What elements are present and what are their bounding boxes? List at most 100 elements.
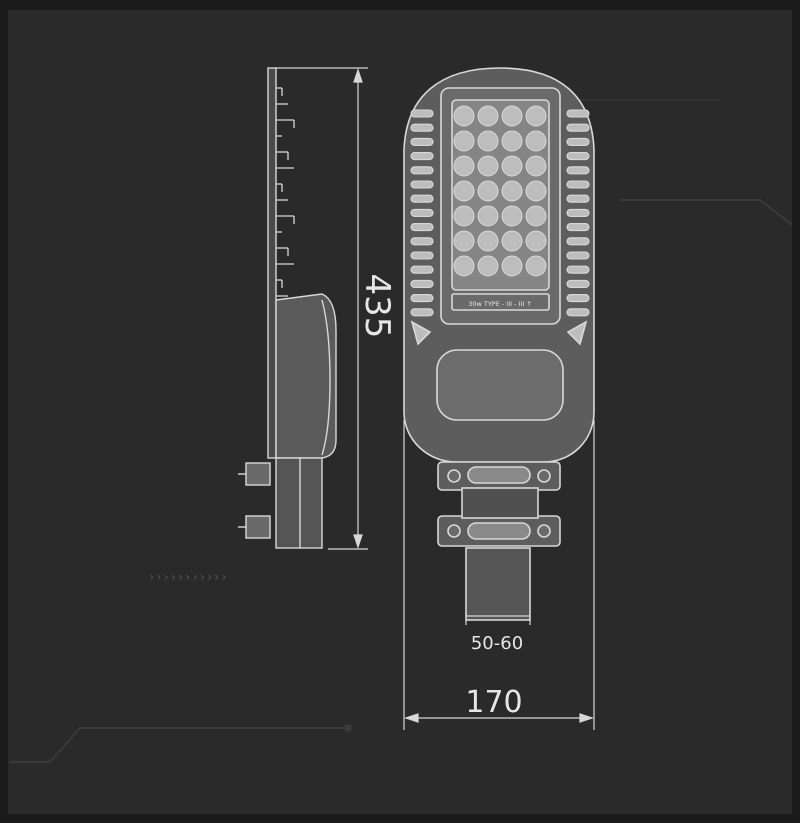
cooling-slot-left — [410, 223, 434, 232]
chevron-decor: ››››››››››› — [148, 570, 227, 584]
led-lens — [501, 230, 523, 252]
cooling-slot-left — [410, 237, 434, 246]
dimension-pole — [465, 615, 531, 625]
led-lens — [501, 105, 523, 127]
cooling-slot-left — [410, 208, 434, 217]
cooling-slot-right — [566, 265, 590, 274]
cooling-slot-left — [410, 123, 434, 132]
cooling-slot-right — [566, 166, 590, 175]
cooling-slot-left — [410, 109, 434, 118]
led-lens — [525, 230, 547, 252]
led-lens — [453, 255, 475, 277]
cooling-slots — [410, 109, 590, 317]
width-arrow-left — [404, 713, 419, 723]
led-lens — [525, 180, 547, 202]
height-label: 435 — [357, 274, 397, 339]
cooling-slot-right — [566, 194, 590, 203]
led-lens — [501, 130, 523, 152]
side-clamp-bottom — [245, 515, 271, 539]
cooling-slot-left — [410, 152, 434, 161]
led-lens — [477, 155, 499, 177]
side-fins — [276, 87, 295, 297]
led-lens — [453, 230, 475, 252]
cooling-slot-left — [410, 137, 434, 146]
cooling-slot-right — [566, 223, 590, 232]
clamp-slot-bottom — [467, 522, 531, 540]
led-lens — [453, 130, 475, 152]
side-rear-body — [275, 293, 337, 459]
led-board — [451, 99, 550, 291]
led-lens — [453, 205, 475, 227]
width-label: 170 — [465, 685, 522, 720]
dimension-height — [276, 67, 368, 550]
cooling-slot-right — [566, 208, 590, 217]
led-lens — [477, 130, 499, 152]
led-lens — [501, 255, 523, 277]
led-lens — [453, 155, 475, 177]
led-lens — [477, 180, 499, 202]
led-lens — [501, 180, 523, 202]
circuit-dot — [344, 724, 352, 732]
pole-stub — [465, 547, 531, 621]
bracket-link — [461, 487, 539, 519]
led-marking: 30w TYPE - III - III ↑ — [468, 300, 532, 308]
cooling-slot-right — [566, 251, 590, 260]
clamp-slot-top — [467, 466, 531, 484]
led-lens — [477, 205, 499, 227]
cooling-slot-left — [410, 251, 434, 260]
cooling-slot-right — [566, 152, 590, 161]
side-view — [238, 67, 337, 549]
cooling-slot-right — [566, 180, 590, 189]
side-housing-plate — [267, 67, 277, 459]
led-lens — [477, 105, 499, 127]
side-bulge-curve — [321, 299, 331, 456]
led-grid — [453, 105, 547, 277]
circuit-trace-bottom — [10, 727, 345, 763]
led-lens — [525, 255, 547, 277]
cooling-slot-right — [566, 279, 590, 288]
cooling-slot-left — [410, 180, 434, 189]
tab-left — [410, 320, 432, 346]
bolt-bottom-left — [447, 524, 461, 538]
pole-label: 50-60 — [471, 633, 523, 654]
cooling-slot-left — [410, 308, 434, 317]
cooling-slot-right — [566, 294, 590, 303]
front-window — [436, 349, 564, 421]
led-lens — [525, 130, 547, 152]
led-lens — [453, 105, 475, 127]
side-neck — [275, 457, 323, 549]
led-lens — [453, 180, 475, 202]
cooling-slot-left — [410, 166, 434, 175]
led-lens — [525, 155, 547, 177]
cooling-slot-right — [566, 123, 590, 132]
canvas-panel — [8, 10, 792, 814]
led-lens — [501, 155, 523, 177]
width-arrow-right — [579, 713, 594, 723]
cooling-slot-right — [566, 137, 590, 146]
bolt-bottom-right — [537, 524, 551, 538]
height-arrow-top — [353, 68, 363, 83]
led-lens — [525, 205, 547, 227]
cooling-slot-left — [410, 265, 434, 274]
led-lens — [477, 230, 499, 252]
led-lens — [501, 205, 523, 227]
cooling-slot-right — [566, 308, 590, 317]
side-clamp-top — [245, 462, 271, 486]
cooling-slot-left — [410, 279, 434, 288]
led-lens — [525, 105, 547, 127]
decor-traces — [10, 99, 793, 763]
bolt-top-left — [447, 469, 461, 483]
tab-right — [566, 320, 588, 346]
cooling-slot-right — [566, 237, 590, 246]
cooling-slot-left — [410, 194, 434, 203]
circuit-trace-right — [620, 199, 793, 226]
led-lens — [477, 255, 499, 277]
cooling-slot-right — [566, 109, 590, 118]
cooling-slot-left — [410, 294, 434, 303]
led-label-strip — [451, 293, 550, 311]
dimension-width — [403, 420, 595, 730]
bolt-top-right — [537, 469, 551, 483]
height-arrow-bottom — [353, 534, 363, 549]
